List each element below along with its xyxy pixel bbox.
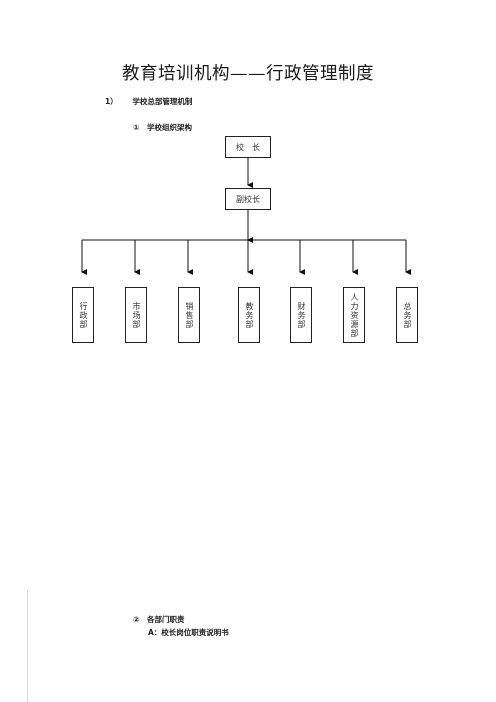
org-node-department: 教务部 [238, 287, 260, 343]
subsection-2-item: A：校长岗位职责说明书 [148, 628, 229, 637]
subsection-2-label: 各部门职责 [146, 615, 185, 624]
org-node-principal-label: 校 长 [236, 142, 260, 152]
department-label: 行政部 [79, 301, 88, 329]
department-label: 总务部 [403, 301, 412, 329]
page-margin-rule [27, 590, 28, 702]
section-1-label: 学校总部管理机制 [132, 97, 193, 106]
org-node-department: 市场部 [125, 287, 147, 343]
org-node-department: 人力资源部 [343, 287, 365, 343]
subsection-1-label: 学校组织架构 [146, 123, 192, 132]
section-1-heading: 1） 学校总部管理机制 [105, 96, 192, 107]
subsection-2-heading: ② 各部门职责 [133, 614, 184, 625]
org-node-vice-principal: 副校长 [225, 188, 271, 210]
subsection-1-marker: ① [133, 123, 140, 132]
department-label: 人力资源部 [350, 292, 359, 338]
org-node-department: 总务部 [396, 287, 418, 343]
subsection-2-marker: ② [133, 615, 140, 624]
document-title: 教育培训机构——行政管理制度 [122, 64, 374, 84]
org-node-principal: 校 长 [225, 136, 271, 158]
department-label: 销售部 [185, 301, 194, 329]
org-node-department: 财务部 [290, 287, 312, 343]
section-1-number: 1） [105, 97, 118, 106]
department-label: 市场部 [132, 301, 141, 329]
org-node-department: 销售部 [178, 287, 200, 343]
department-label: 财务部 [297, 301, 306, 329]
department-label: 教务部 [245, 301, 254, 329]
org-node-department: 行政部 [72, 287, 94, 343]
subsection-1-heading: ① 学校组织架构 [133, 122, 192, 133]
org-node-vice-principal-label: 副校长 [236, 194, 260, 204]
